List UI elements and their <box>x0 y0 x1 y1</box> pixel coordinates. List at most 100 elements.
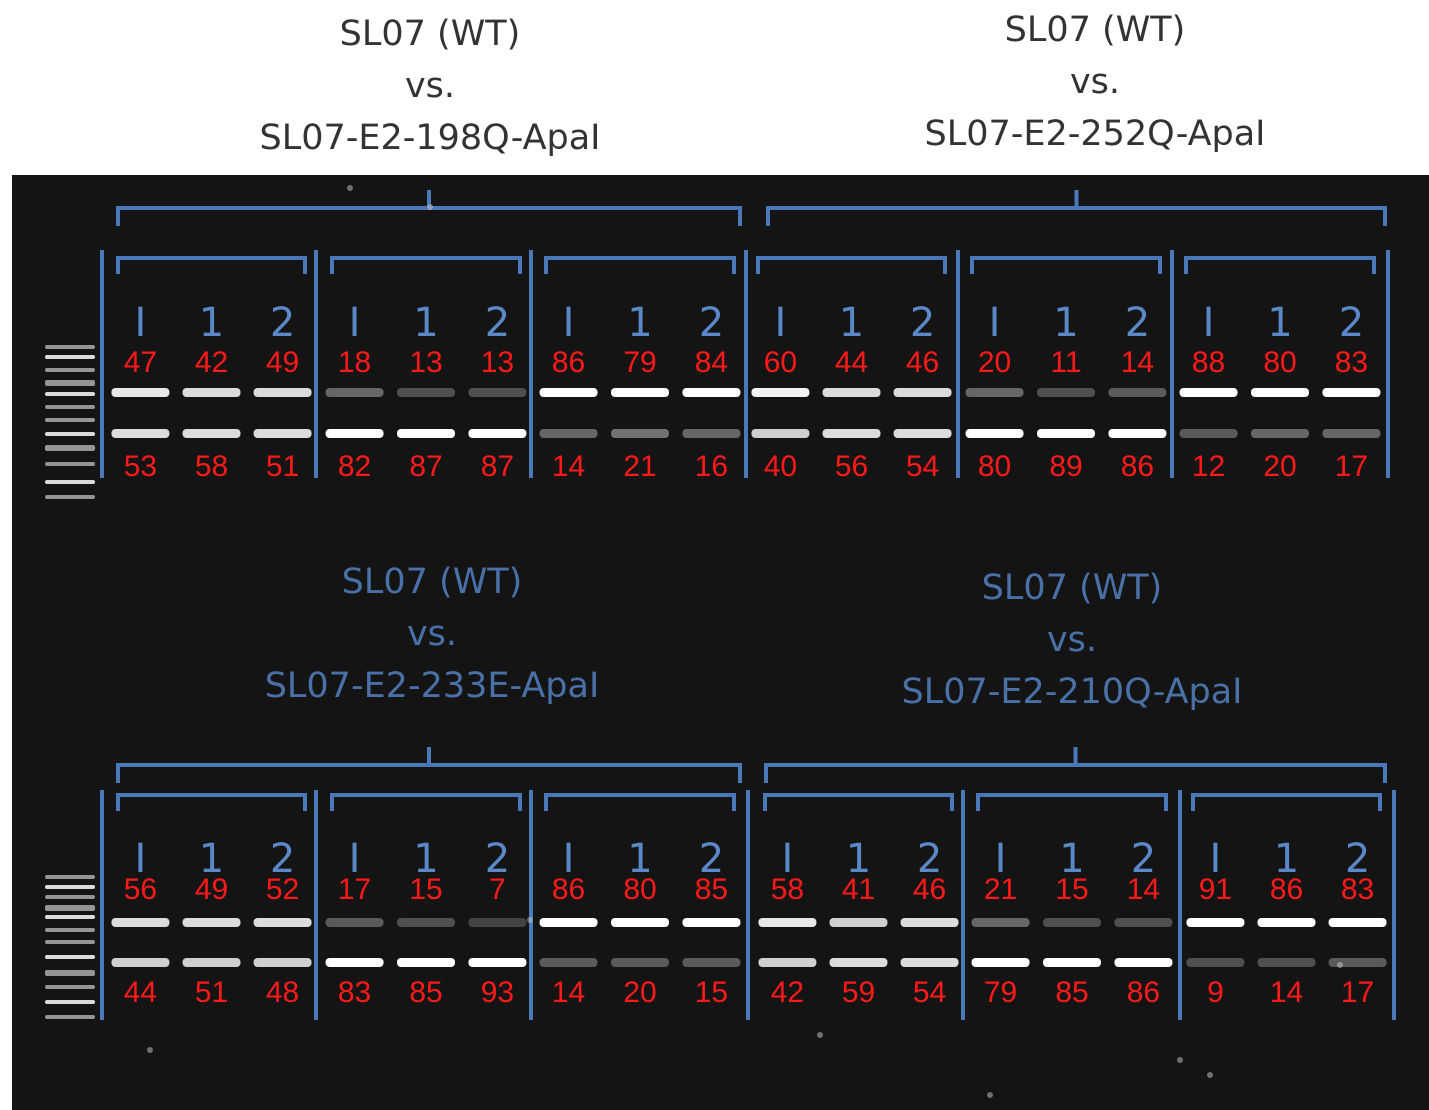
bottom-band-percent: 54 <box>913 976 946 1009</box>
ladder-band <box>45 392 95 396</box>
bottom-band-percent: 58 <box>195 450 228 483</box>
lane-label: 2 <box>1339 300 1364 346</box>
upper-band <box>1251 388 1309 397</box>
lower-band <box>397 958 455 967</box>
lane-label: I <box>563 836 575 882</box>
lane-label: 1 <box>846 836 871 882</box>
bottom-band-percent: 17 <box>1335 450 1368 483</box>
lane-label: 2 <box>910 300 935 346</box>
replicate-bracket <box>1184 256 1376 274</box>
lower-band <box>971 958 1030 967</box>
lower-band <box>1114 958 1173 967</box>
top-band-percent: 14 <box>1121 346 1154 379</box>
lower-band <box>111 429 170 438</box>
replicate-bracket <box>976 793 1168 811</box>
lower-band <box>965 429 1024 438</box>
lower-band <box>1328 958 1387 967</box>
lane-label: 1 <box>413 300 438 346</box>
lane-label: 1 <box>1059 836 1084 882</box>
upper-band <box>325 918 384 927</box>
top-band-percent: 15 <box>1055 873 1088 906</box>
upper-band <box>1179 388 1238 397</box>
upper-band <box>893 388 952 397</box>
upper-band <box>1186 918 1245 927</box>
bottom-band-percent: 21 <box>623 450 656 483</box>
ladder-band <box>45 418 95 422</box>
lower-band <box>325 429 384 438</box>
comparison-bracket <box>766 190 1387 226</box>
bottom-band-percent: 14 <box>1270 976 1303 1009</box>
upper-band <box>253 388 312 397</box>
top-band-percent: 46 <box>913 873 946 906</box>
top-band-percent: 42 <box>195 346 228 379</box>
bottom-band-percent: 15 <box>695 976 728 1009</box>
gel-speck <box>817 1032 823 1038</box>
title-line: SL07 (WT) <box>339 14 521 54</box>
lower-band <box>611 429 669 438</box>
bottom-band-percent: 14 <box>552 450 585 483</box>
lane-label: 2 <box>485 836 510 882</box>
upper-band <box>829 918 888 927</box>
replicate-bracket <box>116 793 307 811</box>
lane-label: 2 <box>485 300 510 346</box>
lane-label: I <box>775 300 787 346</box>
comparison-bracket <box>116 747 742 783</box>
lower-band <box>397 429 455 438</box>
gel-speck <box>527 917 533 923</box>
top-band-percent: 44 <box>835 346 868 379</box>
lane-label: 1 <box>413 836 438 882</box>
top-band-percent: 91 <box>1199 873 1232 906</box>
lower-band <box>1257 958 1316 967</box>
bottom-band-percent: 20 <box>1263 450 1296 483</box>
lane-label: 1 <box>839 300 864 346</box>
top-band-percent: 88 <box>1192 346 1225 379</box>
title-233e: SL07 (WT) vs. SL07-E2-233E-ApaI <box>132 556 732 712</box>
top-band-percent: 56 <box>124 873 157 906</box>
lane-label: 1 <box>627 300 652 346</box>
lane-label: 2 <box>1345 836 1370 882</box>
title-line: SL07 (WT) <box>981 568 1163 608</box>
upper-band <box>1108 388 1167 397</box>
bottom-band-percent: 53 <box>124 450 157 483</box>
lane-label: I <box>995 836 1007 882</box>
lane-label: I <box>135 836 147 882</box>
ladder-band <box>45 970 95 976</box>
ladder-band <box>45 380 95 386</box>
upper-band <box>682 388 741 397</box>
replicate-bracket <box>330 793 522 811</box>
upper-band <box>397 388 455 397</box>
upper-band <box>965 388 1024 397</box>
gel-speck <box>147 1047 153 1053</box>
ladder-band <box>45 905 95 911</box>
title-line: SL07-E2-252Q-ApaI <box>924 114 1266 154</box>
lane-label: 1 <box>627 836 652 882</box>
bottom-band-percent: 48 <box>266 976 299 1009</box>
upper-band <box>468 918 527 927</box>
replicate-bracket <box>763 793 954 811</box>
ladder-band <box>45 955 95 959</box>
ladder-band <box>45 355 95 359</box>
upper-band <box>822 388 881 397</box>
lower-band <box>111 958 170 967</box>
top-band-percent: 47 <box>124 346 157 379</box>
upper-band <box>682 918 741 927</box>
upper-band <box>182 918 241 927</box>
lane-label: 2 <box>699 836 724 882</box>
lane-label: I <box>989 300 1001 346</box>
top-band-percent: 83 <box>1341 873 1374 906</box>
top-band-percent: 58 <box>771 873 804 906</box>
top-band-percent: 13 <box>409 346 442 379</box>
ladder-band <box>45 895 95 899</box>
upper-band <box>611 388 669 397</box>
bottom-band-percent: 17 <box>1341 976 1374 1009</box>
lower-band <box>468 958 527 967</box>
ladder-band <box>45 1000 95 1004</box>
ladder-band <box>45 875 95 879</box>
lane-label: 1 <box>1274 836 1299 882</box>
bottom-band-percent: 80 <box>978 450 1011 483</box>
ladder-band <box>45 432 95 436</box>
upper-band <box>1322 388 1381 397</box>
lane-label: I <box>135 300 147 346</box>
lower-band <box>611 958 669 967</box>
lower-band <box>253 958 312 967</box>
